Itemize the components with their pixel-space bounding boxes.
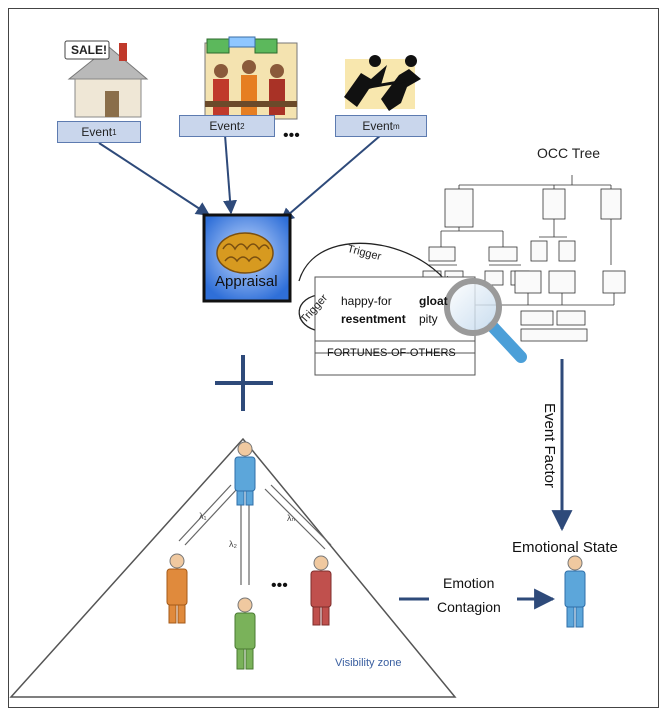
appraisal-label: Appraisal: [215, 273, 278, 290]
fortunes-of-others-label: FORTUNES-OF-OTHERS: [327, 347, 456, 359]
resentment-label: resentment: [341, 312, 406, 326]
emotion-contagion-line1: Emotion: [443, 575, 495, 591]
pity-label: pity: [419, 312, 438, 326]
visibility-pyramid: [9, 437, 457, 698]
magnifier-icon: [444, 278, 527, 363]
gloat-label: gloat: [419, 294, 448, 308]
agent-red: [310, 555, 332, 626]
events-ellipsis: •••: [283, 127, 300, 144]
happy-for-label: happy-for: [341, 294, 392, 308]
people-meeting-icon: [204, 36, 298, 120]
agent-green: [234, 597, 256, 670]
lambda-2-label: λ₂: [229, 539, 237, 549]
event-1-sub: 1: [112, 127, 117, 137]
occ-tree: [422, 175, 626, 342]
agent-emotional-state: [564, 555, 586, 628]
event-arrows: [98, 134, 382, 222]
event-2-sub: 2: [240, 121, 245, 131]
appraisal-box: [202, 213, 292, 303]
event-factor-label: Event Factor: [541, 402, 559, 489]
plus-sign: [215, 355, 273, 411]
occ-tree-title: OCC Tree: [537, 145, 601, 161]
sale-sign-label: SALE!: [71, 43, 107, 57]
agent-orange: [166, 553, 188, 624]
event-m-label: Event: [362, 119, 393, 133]
lambda-n-label: λₙ: [287, 513, 296, 523]
brain-icon: [216, 232, 274, 274]
visibility-zone-label: Visibility zone: [335, 657, 402, 669]
agent-top: [234, 441, 256, 506]
emotional-state-label: Emotional State: [512, 539, 618, 556]
event-1-label: Event: [81, 125, 113, 139]
house-sale-icon: [64, 40, 149, 118]
event-m-sub: m: [393, 121, 400, 131]
diagram-canvas: [9, 36, 626, 698]
dancers-icon: [344, 55, 421, 111]
event-2-label: Event: [209, 119, 241, 133]
influence-arrows: [178, 484, 332, 585]
emotion-contagion-line2: Contagion: [437, 599, 501, 615]
lambda-1-label: λ₁: [199, 511, 207, 521]
pyramid-ellipsis: •••: [271, 577, 288, 594]
